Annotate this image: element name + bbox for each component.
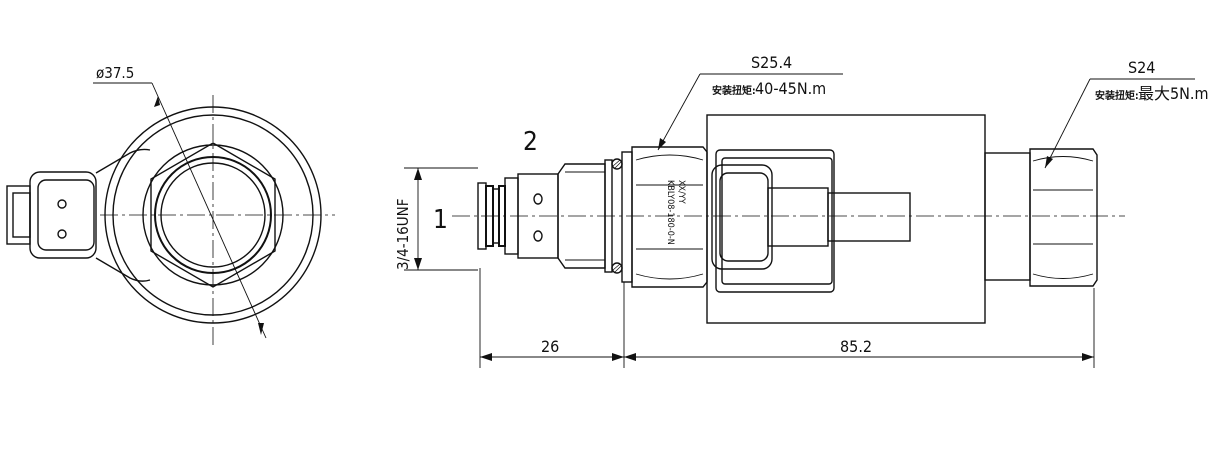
dim-85-arrow-right xyxy=(1082,353,1094,361)
hex-s24-leader-arrow xyxy=(1045,156,1053,168)
balloon-2: 2 xyxy=(523,127,538,157)
hex-chamfer-circle xyxy=(142,144,284,286)
connector-pin-2 xyxy=(57,229,67,239)
hex-s24-chamfer-top xyxy=(1032,156,1094,162)
hex-s24-torque-label: 安装扭矩: xyxy=(1095,89,1139,102)
hex-s25-torque-value: 40-45N.m xyxy=(755,79,826,98)
hex-s24-body xyxy=(1029,148,1098,287)
coil-window xyxy=(715,149,835,293)
hex-s25-leader-arrow xyxy=(658,138,666,150)
hex-s24-leader-line xyxy=(1044,78,1091,169)
dim-26-label: 26 xyxy=(541,337,559,356)
connector-latch xyxy=(6,185,31,245)
diameter-leader-line xyxy=(151,82,267,339)
end-tube xyxy=(984,152,1031,281)
diameter-arrow-top xyxy=(154,96,160,107)
cartridge-port-bottom xyxy=(533,230,543,242)
balloon-1: 1 xyxy=(433,205,448,235)
coil-inner-circle xyxy=(112,114,314,316)
dim-26-arrow-right xyxy=(612,353,624,361)
body-marking-1: XX/YY xyxy=(676,180,686,204)
hex-nut-outline xyxy=(150,142,276,288)
connector-latch-inner xyxy=(12,192,31,238)
plunger xyxy=(767,187,829,247)
coil-outer-circle xyxy=(104,106,322,324)
connector-pin-1 xyxy=(57,199,67,209)
hex-s25-size-label: S25.4 xyxy=(751,53,792,72)
stem-outer-circle xyxy=(154,156,272,274)
diameter-label: ø37.5 xyxy=(96,64,134,82)
seal-hatch-2 xyxy=(613,161,622,170)
armature-tube-inner xyxy=(719,172,769,262)
flange xyxy=(621,151,633,283)
end-view: ø37.5 xyxy=(6,64,335,345)
connector-bracket-bottom xyxy=(95,257,151,282)
dim-85-arrow-left xyxy=(624,353,636,361)
seal-ring-top xyxy=(611,158,623,170)
seal-hatch-3 xyxy=(612,263,621,271)
hex-s25-chamfer-top xyxy=(635,154,704,161)
coil-window-inner xyxy=(721,157,833,285)
seal-hatch-1 xyxy=(612,159,621,167)
dim-85-label: 85.2 xyxy=(840,337,872,356)
armature-tube xyxy=(711,164,773,270)
dim-26-arrow-left xyxy=(480,353,492,361)
connector-bracket-top xyxy=(95,148,151,174)
hex-s25-torque-label: 安装扭矩: xyxy=(712,84,756,97)
hex-s24-chamfer-bottom xyxy=(1032,273,1094,279)
thread-arrow-top xyxy=(414,168,422,180)
connector-housing-inner xyxy=(37,179,95,251)
connector-housing xyxy=(29,171,97,259)
body-marking-2: KBLY08-180-0-N xyxy=(665,180,675,245)
seal-ring-bottom xyxy=(611,262,623,274)
seal-ring-groove xyxy=(604,159,613,273)
side-view: 1 2 3/4-16UNF xyxy=(394,53,1209,368)
stem-inner-circle xyxy=(160,162,266,268)
hex-s24-size-label: S24 xyxy=(1128,58,1155,77)
cartridge-port-top xyxy=(533,193,543,205)
seal-hatch-4 xyxy=(613,265,622,274)
oring-2 xyxy=(498,185,506,247)
diameter-arrow-bottom xyxy=(258,323,264,335)
hex-s24-torque-value: 最大5N.m xyxy=(1138,84,1209,103)
thread-arrow-bottom xyxy=(414,258,422,270)
thread-label: 3/4-16UNF xyxy=(394,199,412,271)
hex-s25-chamfer-bottom xyxy=(635,273,704,280)
hex-s25-leader-line xyxy=(657,73,701,151)
push-pin xyxy=(827,192,911,242)
